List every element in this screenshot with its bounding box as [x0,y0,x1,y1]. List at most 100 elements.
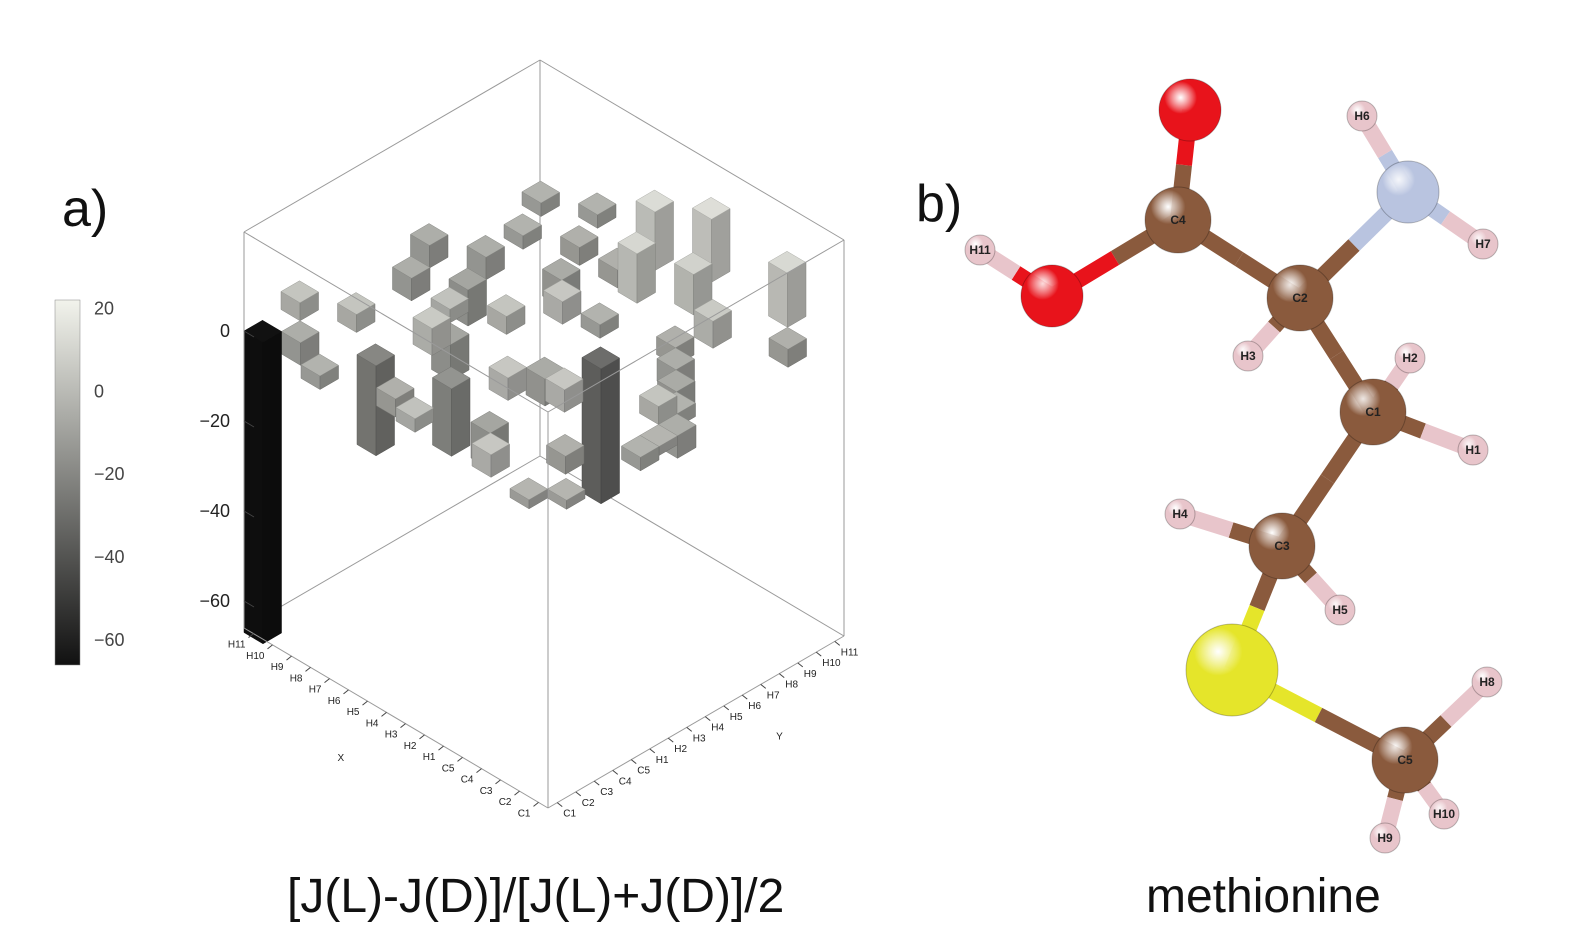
atom-label: H4 [1172,507,1188,521]
x-tick-label: H11 [228,640,246,651]
atom-sphere [1339,378,1407,446]
bar-top [470,411,509,434]
x-tick-label: H8 [290,673,303,684]
atom-label: H11 [969,243,991,257]
atom-sphere [1020,264,1084,328]
bar-top [487,294,526,317]
y-tick-label: C1 [563,809,576,820]
y-tick-mark [612,769,619,775]
bar-side-right [787,262,807,328]
bar-H4-C4 [432,366,471,457]
x-tick-mark [495,779,501,785]
x-tick-mark [438,745,444,751]
bar-top [547,478,586,501]
bar-top [488,355,527,379]
bar-side-right [654,200,674,271]
bar-side-right [451,377,471,457]
axis-ticks: 0−20−40−60C1C2C3C4C5H1H2H3H4H5H6H7H8H9H1… [199,321,858,820]
atom-sphere [1467,228,1499,260]
panel-b-caption: methionine [1146,870,1381,923]
bar-H1-H4 [581,346,620,505]
colorbar-tick-label: 20 [94,298,114,318]
panel-b-label: b) [916,175,963,233]
bar-side-right [262,331,282,645]
bar-top [617,231,656,255]
x-tick-label: C3 [480,786,493,797]
bar-top [768,327,807,350]
colorbar-tick-label: 0 [94,381,104,401]
y-tick-mark [593,780,600,786]
atom-H1: H1 [1457,434,1489,466]
y-tick-label: C3 [600,787,613,798]
atom-label: H9 [1377,831,1393,845]
bar-H9-H6 [466,235,505,281]
bar-top [392,256,431,279]
x-tick-mark [381,711,387,717]
atom-sphere [1232,340,1264,372]
atom-H3: H3 [1232,340,1264,372]
y-tick-mark [575,791,582,797]
box-edge-back [539,59,845,241]
y-tick-label: H11 [841,647,859,658]
x-tick-label: C1 [518,808,531,819]
y-axis-label: Y [776,731,783,742]
bar-top [395,396,434,420]
atom-sphere [964,234,996,266]
bar-top [412,306,451,329]
bar-top [542,258,581,281]
atom-C4: C4 [1144,186,1212,254]
bar-H11-C3 [280,280,319,322]
atom-label: H7 [1475,237,1491,251]
bar-top [448,267,487,291]
y-tick-label: H4 [711,723,724,734]
y-tick-mark [760,683,767,689]
box-edge-front [547,239,845,413]
atom-label: C4 [1170,213,1186,227]
bar-H8-H11 [578,192,617,229]
y-tick-label: H8 [785,680,798,691]
x-tick-label: C5 [442,763,455,774]
atom-C1: C1 [1339,378,1407,446]
y-tick-mark [723,705,730,711]
bar-H11-C1 [243,320,282,645]
y-tick-label: H1 [656,755,669,766]
x-tick-mark [267,644,273,650]
z-tick-label: 0 [220,321,230,341]
x-tick-mark [514,790,520,796]
bar-top [410,223,449,246]
atom-label: H1 [1465,443,1481,457]
colorbar-tick-label: −60 [94,630,125,650]
bar-C2-H10 [768,327,807,368]
y-tick-mark [797,662,804,668]
atom-H9: H9 [1369,822,1401,854]
bar-side-right [711,208,731,283]
plot-box-back [243,59,845,637]
z-tick-mark [243,330,255,338]
atom-sphere [1428,798,1460,830]
atom-H11: H11 [964,234,996,266]
x-tick-mark [400,723,406,729]
x-tick-label: C2 [499,797,512,808]
atom-sphere [1371,726,1439,794]
bars [243,180,807,645]
atom-label: H5 [1332,603,1348,617]
atom-sphere [1266,264,1334,332]
atom-sphere [1164,498,1196,530]
y-tick-label: C4 [619,776,632,787]
atom-H4: H4 [1164,498,1196,530]
bar-top [674,252,713,275]
y-tick-mark [556,802,563,808]
y-tick-mark [704,716,711,722]
atom-label: H8 [1479,675,1495,689]
atom-C2: C2 [1266,264,1334,332]
atom-label: C3 [1274,539,1290,553]
box-edge-back [243,59,541,233]
colorbar-bar [54,299,81,666]
y-tick-label: H5 [730,712,743,723]
bar-H9-H8 [503,213,542,250]
y-tick-label: H2 [674,744,687,755]
bar-top [376,376,415,400]
